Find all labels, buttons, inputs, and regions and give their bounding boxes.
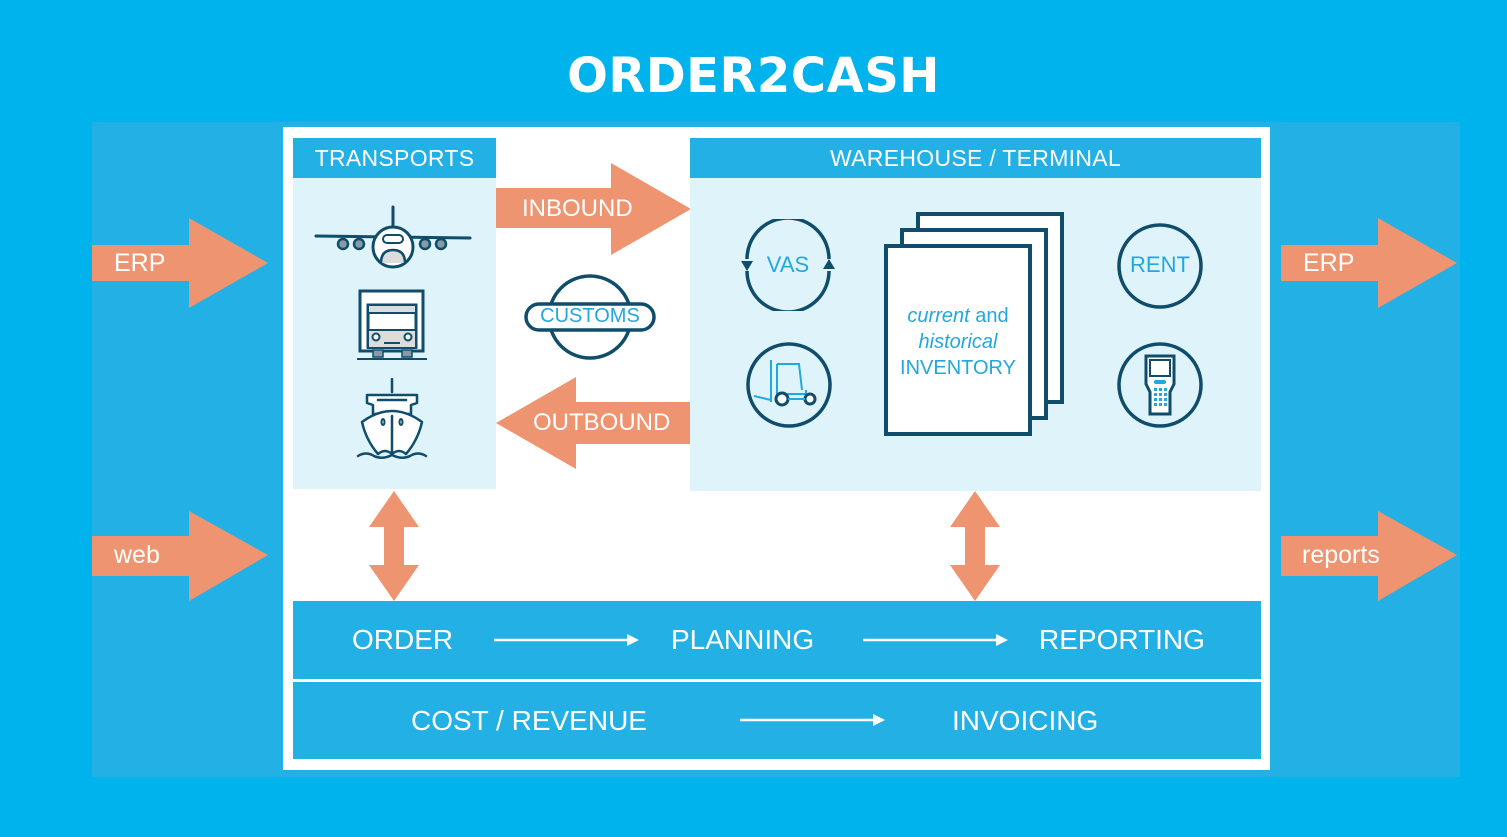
process-reporting: REPORTING	[1039, 624, 1205, 655]
diagram-title: ORDER2CASH	[567, 48, 940, 104]
inventory-text: current and historical INVENTORY	[886, 303, 1030, 381]
inventory-line-1: current and	[886, 303, 1030, 329]
output-arrow-reports	[1281, 511, 1457, 601]
forklift-icon	[746, 342, 832, 428]
input-arrow-erp	[92, 218, 268, 308]
process-planning: PLANNING	[671, 624, 815, 655]
handheld-scanner-icon	[1117, 342, 1203, 428]
output-label-erp: ERP	[1303, 248, 1355, 277]
truck-icon	[357, 289, 427, 360]
warehouse-process-double-arrow	[950, 491, 1000, 601]
process-cost-revenue: COST / REVENUE	[411, 704, 647, 736]
outbound-arrow	[496, 377, 691, 469]
rent-circle	[1117, 223, 1203, 309]
planning-to-reporting-arrow	[863, 634, 1008, 646]
inbound-label: INBOUND	[522, 195, 633, 222]
inventory-historical: historical	[918, 331, 998, 353]
airplane-icon	[314, 205, 472, 269]
inventory-and: and	[969, 305, 1009, 327]
input-arrow-web	[92, 511, 268, 601]
customs-icon	[524, 274, 656, 360]
output-label-reports: reports	[1302, 540, 1380, 569]
inventory-line-3: INVENTORY	[900, 357, 1016, 379]
transports-header: TRANSPORTS	[293, 138, 496, 178]
cycle-arrows-icon	[741, 219, 835, 311]
documents-stack-icon	[884, 212, 1064, 436]
cost-to-invoicing-arrow	[740, 714, 885, 726]
transports-process-double-arrow	[369, 491, 419, 601]
warehouse-header: WAREHOUSE / TERMINAL	[690, 138, 1261, 178]
order-to-planning-arrow	[494, 634, 639, 646]
vas-label: VAS	[766, 252, 810, 277]
outbound-label: OUTBOUND	[533, 409, 671, 436]
ship-icon	[356, 378, 428, 459]
process-row-1: ORDER PLANNING REPORTING	[293, 601, 1261, 679]
process-row-2: COST / REVENUE INVOICING	[293, 682, 1261, 759]
output-arrow-erp	[1281, 218, 1457, 308]
inbound-arrow	[496, 163, 691, 255]
process-invoicing: INVOICING	[952, 704, 1099, 736]
rent-label: RENT	[1130, 252, 1190, 277]
inventory-current: current	[907, 305, 970, 327]
input-label-erp: ERP	[114, 248, 166, 277]
input-label-web: web	[114, 540, 160, 569]
customs-label: CUSTOMS	[540, 305, 640, 327]
inventory-line-2: historical	[886, 329, 1030, 355]
process-order: ORDER	[352, 624, 454, 655]
